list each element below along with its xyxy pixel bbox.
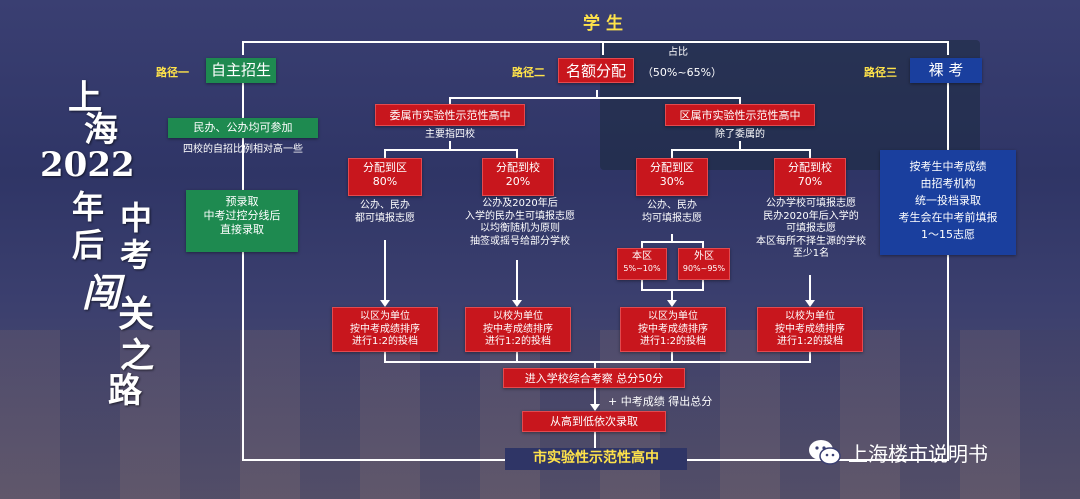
side-title-zhi: 之 [120,336,154,376]
student-title: 学 生 [583,14,623,34]
path3-title: 裸 考 [910,58,982,83]
path3-box-rules: 按考生中考成绩 由招考机构 统一投档录取 考生会在中考前填报 1～15志愿 [880,150,1016,255]
sub-local-pct: 5%~10% [623,263,661,273]
side-title-nian: 年 [72,188,105,226]
sub-local-district: 本区 5%~10% [617,248,667,280]
sub-local-title: 本区 [632,251,652,262]
rank-box-4: 以校为单位 按中考成绩排序 进行1:2的投档 [757,307,863,352]
path2-ratio-value: （50%~65%） [641,66,723,79]
sub-other-title: 外区 [694,251,714,262]
sub-other-pct: 90%~95% [682,263,726,273]
path3-tag: 路径三 [864,66,897,79]
alloc-district-80: 分配到区 80% [348,158,422,196]
path2-right-head: 区属市实验性示范性高中 [665,104,815,126]
watermark-text: 上海楼市说明书 [848,442,988,466]
alloc-district-30-desc: 公办、民办 均可填报志愿 [642,200,702,224]
rank-box-2: 以校为单位 按中考成绩排序 进行1:2的投档 [465,307,571,352]
alloc-school-20: 分配到校 20% [482,158,554,196]
alloc-district-30: 分配到区 30% [636,158,708,196]
side-title-hou: 后 [72,226,105,264]
path1-note: 四校的自招比例相对高一些 [183,144,303,155]
side-title-hai: 海 [84,110,118,150]
alloc-school-70: 分配到校 70% [774,158,846,196]
comprehensive-eval-box: 进入学校综合考察 总分50分 [503,368,685,388]
side-title-zhong: 中 [120,199,153,237]
path1-tag: 路径一 [156,66,189,79]
path2-title: 名额分配 [558,58,634,83]
side-title-kao: 考 [120,236,153,274]
alloc-school-70-desc: 公办学校可填报志愿 民办2020年后入学的 可填报志愿 本区每所不择生源的学校 … [756,198,866,259]
rank-box-3: 以区为单位 按中考成绩排序 进行1:2的投档 [620,307,726,352]
path2-tag: 路径二 [512,66,545,79]
final-destination: 市实验性示范性高中 [505,448,687,470]
sub-other-district: 外区 90%~95% [678,248,730,280]
admit-order-box: 从高到低依次录取 [522,411,666,432]
path2-left-head: 委属市实验性示范性高中 [375,104,525,126]
side-title-year: 2022 [40,145,135,185]
path2-ratio-label: 占比 [668,47,688,58]
side-title-chuang: 闯 [82,270,121,315]
alloc-district-80-desc: 公办、民办 都可填报志愿 [355,200,415,224]
alloc-school-20-desc: 公办及2020年后 入学的民办生可填报志愿 以均衡随机为原则 抽签或摇号给部分学… [465,198,575,247]
rank-box-1: 以区为单位 按中考成绩排序 进行1:2的投档 [332,307,438,352]
path1-box-eligibility: 民办、公办均可参加 [168,118,318,138]
path2-left-note: 主要指四校 [425,129,475,140]
side-title-lu: 路 [108,371,142,411]
side-title-shang: 上 [68,78,102,118]
path1-title: 自主招生 [206,58,276,83]
plus-exam-score: + 中考成绩 得出总分 [608,395,713,408]
path2-right-note: 除了委属的 [715,129,765,140]
wechat-icon [809,440,841,465]
side-title-guan: 关 [118,293,155,335]
path1-box-preadmit: 预录取 中考过控分线后 直接录取 [186,190,298,252]
